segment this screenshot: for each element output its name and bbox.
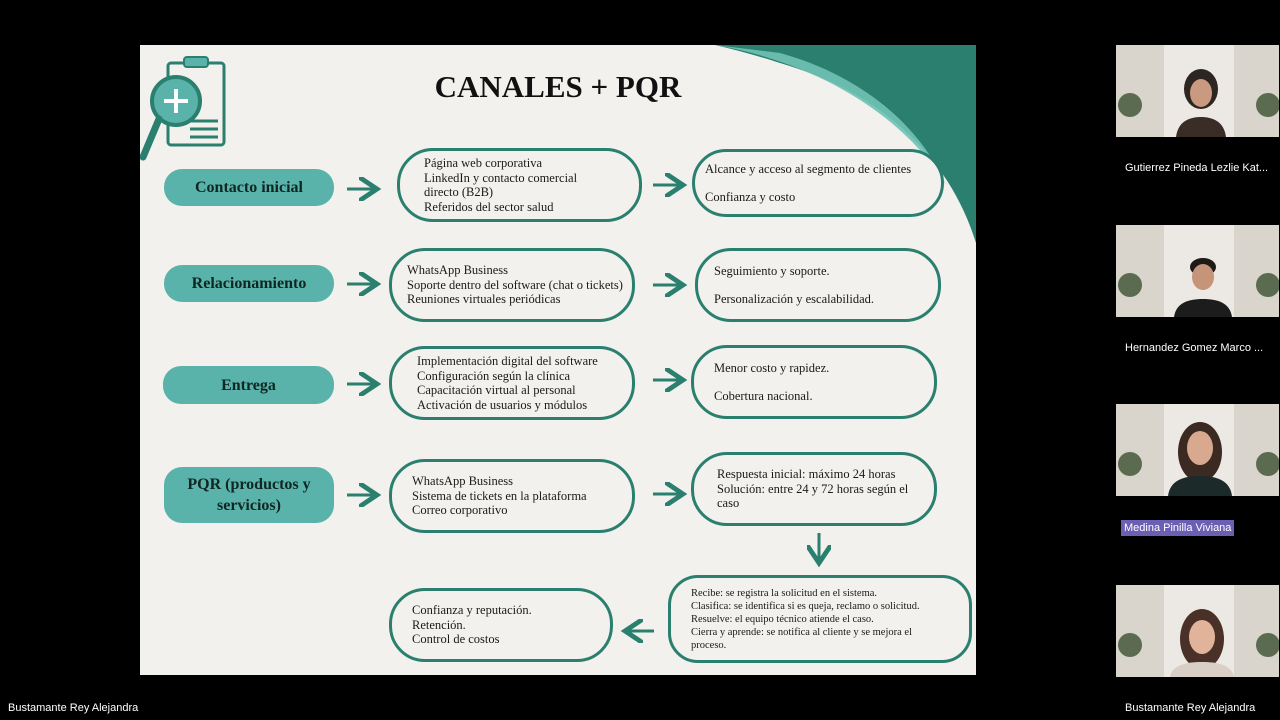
shared-slide: CANALES + PQR Contacto inicial Página we…: [140, 45, 976, 675]
participant-video-1[interactable]: [1116, 45, 1279, 137]
label-relacionamiento: Relacionamiento: [164, 265, 334, 302]
participant-name-active: Medina Pinilla Viviana: [1121, 520, 1235, 536]
participant-video-frame: [1116, 225, 1279, 317]
participant-name: Gutierrez Pineda Lezlie Kat...: [1125, 162, 1269, 174]
participant-video-frame: [1116, 404, 1279, 496]
benefits-box-relacionamiento: Seguimiento y soporte. Personalización y…: [695, 248, 941, 322]
participant-video-4[interactable]: [1116, 585, 1279, 677]
corner-swoosh-decoration: [715, 45, 976, 243]
participant-name: Hernandez Gomez Marco ...: [1125, 342, 1264, 354]
channels-box-entrega: Implementación digital del software Conf…: [389, 346, 635, 420]
outcomes-box: Confianza y reputación. Retención. Contr…: [389, 588, 613, 662]
presenter-name: Bustamante Rey Alejandra: [8, 702, 139, 714]
participant-video-frame: [1116, 45, 1279, 137]
label-pqr: PQR (productos y servicios): [164, 467, 334, 523]
benefits-box-pqr: Respuesta inicial: máximo 24 horas Soluc…: [691, 452, 937, 526]
flow-arrows: [347, 45, 976, 675]
pqr-process-box: Recibe: se registra la solicitud en el s…: [668, 575, 972, 663]
channels-box-pqr: WhatsApp Business Sistema de tickets en …: [389, 459, 635, 533]
benefits-box-entrega: Menor costo y rapidez. Cobertura naciona…: [691, 345, 937, 419]
benefits-box-contacto: Alcance y acceso al segmento de clientes…: [692, 149, 944, 217]
clipboard-magnifier-icon: [140, 56, 226, 161]
participant-video-3[interactable]: [1116, 404, 1279, 496]
label-contacto-inicial: Contacto inicial: [164, 169, 334, 206]
slide-title: CANALES + PQR: [434, 69, 682, 104]
participant-video-2[interactable]: [1116, 225, 1279, 317]
label-entrega: Entrega: [163, 366, 334, 404]
participant-name: Bustamante Rey Alejandra: [1125, 702, 1256, 714]
channels-box-contacto: Página web corporativa LinkedIn y contac…: [397, 148, 642, 222]
channels-box-relacionamiento: WhatsApp Business Soporte dentro del sof…: [389, 248, 635, 322]
participant-video-frame: [1116, 585, 1279, 677]
